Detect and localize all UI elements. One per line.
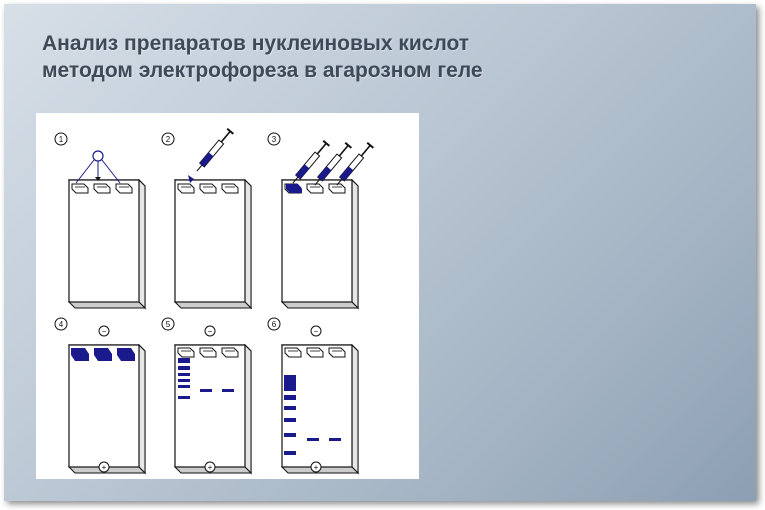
wells: [71, 183, 133, 194]
step-number: 2: [166, 135, 171, 144]
slide-title: Анализ препаратов нуклеиновых кислот мет…: [42, 30, 483, 84]
cathode-terminal: [310, 325, 322, 337]
cathode-sign: −: [314, 327, 319, 336]
gel-plate: [281, 179, 359, 309]
gel-plate: [174, 179, 252, 309]
arrow-icon: [95, 177, 101, 181]
cathode-sign: −: [208, 327, 213, 336]
loaded-well-dye: [286, 184, 302, 193]
step-number: 3: [272, 135, 277, 144]
step-1: 1: [54, 132, 146, 309]
cathode-terminal: [98, 325, 110, 337]
syringe-icon: [288, 139, 331, 187]
step-6: 6 − +: [267, 317, 359, 474]
title-line-2: методом электрофореза в агарозном геле: [42, 59, 483, 82]
step-number-badge: [54, 317, 68, 331]
anode-sign: +: [102, 463, 107, 472]
anode-terminal: [98, 461, 110, 473]
bands-lane-marker: [178, 358, 190, 399]
step-number-badge: [267, 132, 281, 146]
step-number: 5: [166, 320, 171, 329]
gel-plate: [68, 179, 146, 309]
wells: [177, 183, 239, 194]
loaded-wells: [71, 348, 135, 361]
syringe-icon: [192, 127, 235, 175]
step-number-badge: [161, 317, 175, 331]
cathode-terminal: [204, 325, 216, 337]
anode-sign: +: [208, 463, 213, 472]
syringe-icon: [310, 141, 353, 189]
wells-callout-lines: [75, 159, 121, 184]
syringe-icon: [332, 141, 375, 189]
anode-terminal: [310, 461, 322, 473]
step-number: 6: [272, 320, 277, 329]
slide: Анализ препаратов нуклеиновых кислот мет…: [4, 4, 756, 501]
title-line-1: Анализ препаратов нуклеиновых кислот: [42, 32, 470, 55]
step-number-badge: [54, 132, 68, 146]
gel-plate: [68, 344, 146, 474]
anode-terminal: [204, 461, 216, 473]
bands-samples: [200, 389, 234, 392]
step-number-badge: [161, 132, 175, 146]
cathode-sign: −: [102, 327, 107, 336]
step-number: 4: [59, 320, 64, 329]
bands-samples: [307, 438, 341, 441]
sample-drop: [188, 175, 194, 183]
step-2: 2: [161, 127, 252, 309]
bands-lane-marker: [284, 375, 296, 455]
electrophoresis-figure: 1 2: [36, 113, 419, 479]
wells-callout-circle: [92, 150, 104, 162]
wells: [284, 347, 346, 358]
step-5: 5 − +: [161, 317, 252, 474]
anode-sign: +: [314, 463, 319, 472]
gel-plate: [174, 344, 252, 474]
step-3: 3: [267, 132, 375, 309]
step-4: 4 − +: [54, 317, 146, 474]
step-number: 1: [59, 135, 64, 144]
wells: [177, 347, 239, 358]
step-number-badge: [267, 317, 281, 331]
